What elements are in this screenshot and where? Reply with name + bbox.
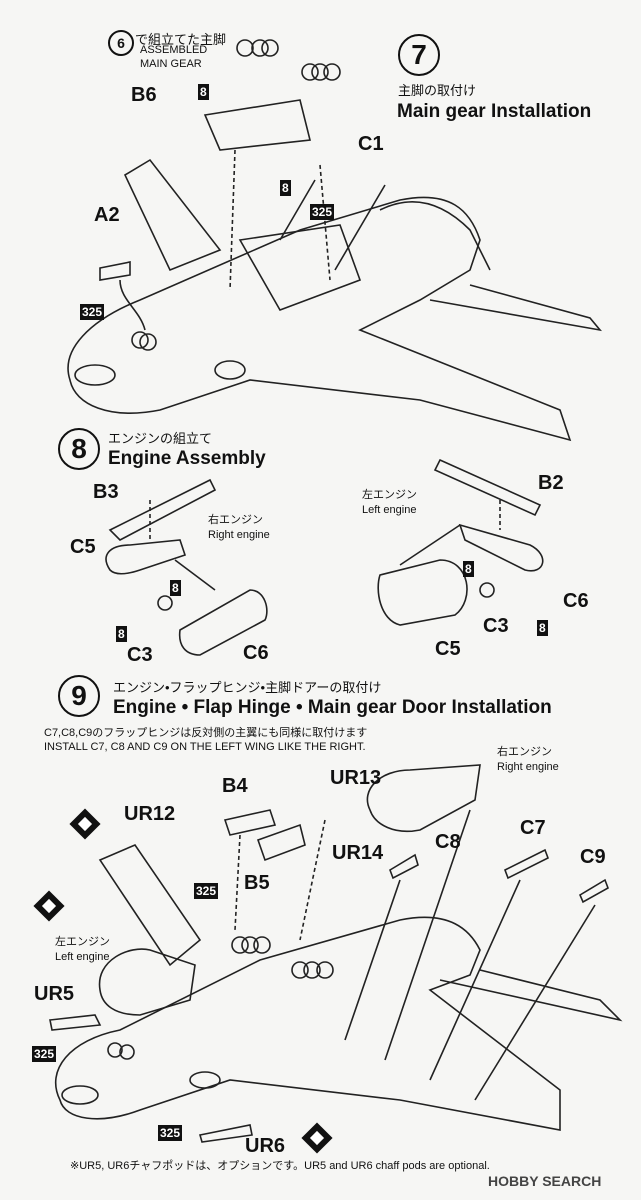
part-c5-b: C5 bbox=[435, 638, 461, 660]
badge-step7-3: 325 bbox=[310, 204, 335, 220]
part-c3-b: C3 bbox=[483, 615, 509, 637]
step7-number: 7 bbox=[398, 34, 440, 76]
step9-jp-title: エンジン•フラップヒンジ•主脚ドアーの取付け bbox=[113, 680, 382, 695]
part-b6: B6 bbox=[131, 84, 157, 106]
badge-step9-3: 325 bbox=[158, 1125, 183, 1141]
part-c3-a: C3 bbox=[127, 644, 153, 666]
right-engine-jp-8: 右エンジン bbox=[208, 514, 263, 526]
part-b3: B3 bbox=[93, 481, 119, 503]
right-engine-jp-9: 右エンジン bbox=[497, 746, 552, 758]
badge-step7-1: 8 bbox=[198, 84, 209, 100]
part-ur6: UR6 bbox=[245, 1135, 286, 1157]
step9-note-jp: C7,C8,C9のフラップヒンジは反対側の主翼にも同様に取付けます bbox=[44, 727, 368, 739]
watermark: HOBBY SEARCH bbox=[488, 1173, 602, 1189]
badge-step8-1: 8 bbox=[170, 580, 181, 596]
step8-jp-title: エンジンの組立て bbox=[108, 431, 213, 446]
part-b4: B4 bbox=[222, 775, 248, 797]
step6-en-label-1: ASSEMBLED bbox=[140, 44, 208, 56]
part-b2: B2 bbox=[538, 472, 564, 494]
step8-en-title: Engine Assembly bbox=[108, 448, 266, 469]
part-c6-b: C6 bbox=[563, 590, 589, 612]
part-c5-a: C5 bbox=[70, 536, 96, 558]
step7-jp-title: 主脚の取付け bbox=[398, 83, 477, 98]
badge-step9-1: 325 bbox=[194, 883, 219, 899]
badge-step8-4: 8 bbox=[537, 620, 548, 636]
left-engine-en-8: Left engine bbox=[362, 504, 417, 516]
part-ur14: UR14 bbox=[332, 842, 384, 864]
badge-step8-3: 8 bbox=[463, 561, 474, 577]
footer-note: ※UR5, UR6チャフポッドは、オプションです。UR5 and UR6 cha… bbox=[70, 1160, 490, 1172]
step7-en-title: Main gear Installation bbox=[397, 101, 592, 122]
part-ur13: UR13 bbox=[330, 767, 382, 789]
part-ur5: UR5 bbox=[34, 983, 75, 1005]
part-c8: C8 bbox=[435, 831, 461, 853]
part-c9: C9 bbox=[580, 846, 606, 868]
part-c6-a: C6 bbox=[243, 642, 269, 664]
step8-number: 8 bbox=[58, 428, 100, 470]
left-engine-jp-8: 左エンジン bbox=[362, 489, 417, 501]
badge-step7-4: 325 bbox=[80, 304, 105, 320]
part-b5: B5 bbox=[244, 872, 270, 894]
badge-step9-2: 325 bbox=[32, 1046, 57, 1062]
part-c1: C1 bbox=[358, 133, 384, 155]
left-engine-jp-9: 左エンジン bbox=[55, 936, 110, 948]
step6-jp-label: で組立てた主脚 bbox=[135, 32, 227, 47]
badge-step8-2: 8 bbox=[116, 626, 127, 642]
right-engine-en-8: Right engine bbox=[208, 529, 270, 541]
left-engine-en-9: Left engine bbox=[55, 951, 110, 963]
step9-number: 9 bbox=[58, 675, 100, 717]
right-engine-en-9: Right engine bbox=[497, 761, 559, 773]
step9-en-title: Engine • Flap Hinge • Main gear Door Ins… bbox=[113, 697, 552, 718]
part-c7: C7 bbox=[520, 817, 546, 839]
step6-number: 6 bbox=[108, 30, 134, 56]
step9-note-en: INSTALL C7, C8 AND C9 ON THE LEFT WING L… bbox=[44, 741, 366, 753]
part-ur12: UR12 bbox=[124, 803, 176, 825]
step6-en-label-2: MAIN GEAR bbox=[140, 58, 202, 70]
badge-step7-2: 8 bbox=[280, 180, 291, 196]
part-a2: A2 bbox=[94, 204, 120, 226]
